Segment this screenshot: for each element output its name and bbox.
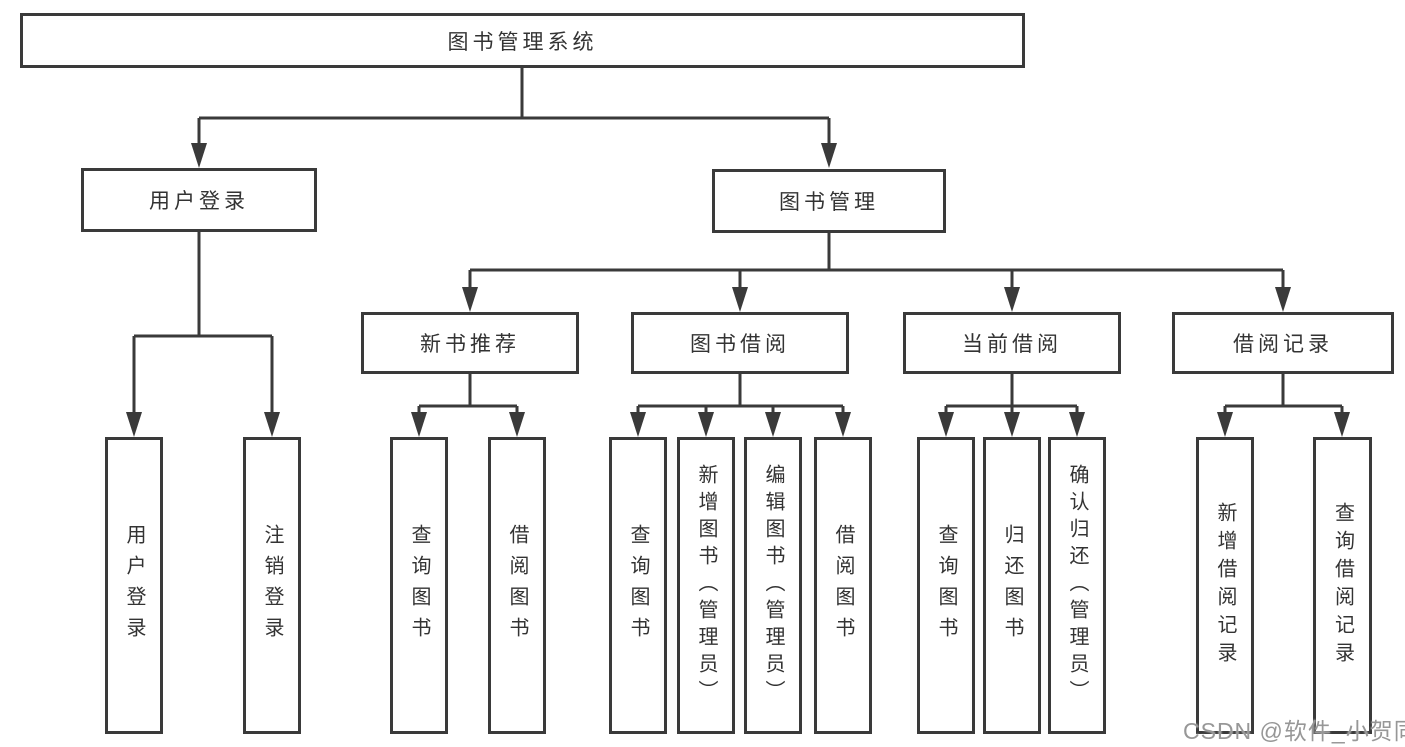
arrow-down-icon — [1217, 412, 1233, 437]
node-edit-book-admin: 编辑图书（管理员） — [744, 437, 802, 734]
node-borrow-books-recommend: 借阅图书 — [488, 437, 546, 734]
watermark: CSDN @软件_小贺同学 — [1183, 718, 1405, 744]
arrow-down-icon — [264, 412, 280, 437]
node-current-borrowing: 当前借阅 — [903, 312, 1121, 374]
node-add-borrow-record: 新增借阅记录 — [1196, 437, 1254, 734]
connector-borrowing — [636, 374, 845, 415]
arrow-down-icon — [732, 287, 748, 312]
node-add-book-admin: 新增图书（管理员） — [677, 437, 735, 734]
node-user-login: 用户登录 — [105, 437, 163, 734]
node-query-books-current: 查询图书 — [917, 437, 975, 734]
node-query-borrow-record: 查询借阅记录 — [1313, 437, 1372, 734]
arrow-down-icon — [835, 412, 851, 437]
node-user-login-branch: 用户登录 — [81, 168, 317, 232]
arrow-down-icon — [698, 412, 714, 437]
connector-management — [468, 233, 1285, 290]
arrow-down-icon — [1334, 412, 1350, 437]
arrow-down-icon — [509, 412, 525, 437]
arrow-down-icon — [126, 412, 142, 437]
arrow-down-icon — [1004, 412, 1020, 437]
arrow-down-icon — [1275, 287, 1291, 312]
arrow-down-icon — [411, 412, 427, 437]
arrow-down-icon — [630, 412, 646, 437]
arrow-down-icon — [1004, 287, 1020, 312]
connector-records — [1223, 374, 1344, 415]
arrow-down-icon — [821, 143, 837, 168]
node-query-books-borrowing: 查询图书 — [609, 437, 667, 734]
connector-recommend — [417, 374, 519, 415]
node-book-borrowing: 图书借阅 — [631, 312, 849, 374]
connector-login — [132, 232, 274, 414]
arrow-down-icon — [191, 143, 207, 168]
node-logout: 注销登录 — [243, 437, 301, 734]
connector-root — [197, 68, 831, 145]
node-new-book-recommend: 新书推荐 — [361, 312, 579, 374]
node-return-book: 归还图书 — [983, 437, 1041, 734]
arrow-down-icon — [462, 287, 478, 312]
node-borrow-books: 借阅图书 — [814, 437, 872, 734]
node-book-management-branch: 图书管理 — [712, 169, 946, 233]
arrow-down-icon — [1069, 412, 1085, 437]
node-query-books-recommend: 查询图书 — [390, 437, 448, 734]
node-borrow-records: 借阅记录 — [1172, 312, 1394, 374]
connector-current — [944, 374, 1079, 415]
node-confirm-return-admin: 确认归还（管理员） — [1048, 437, 1106, 734]
arrow-down-icon — [938, 412, 954, 437]
arrow-down-icon — [765, 412, 781, 437]
node-root: 图书管理系统 — [20, 13, 1025, 68]
